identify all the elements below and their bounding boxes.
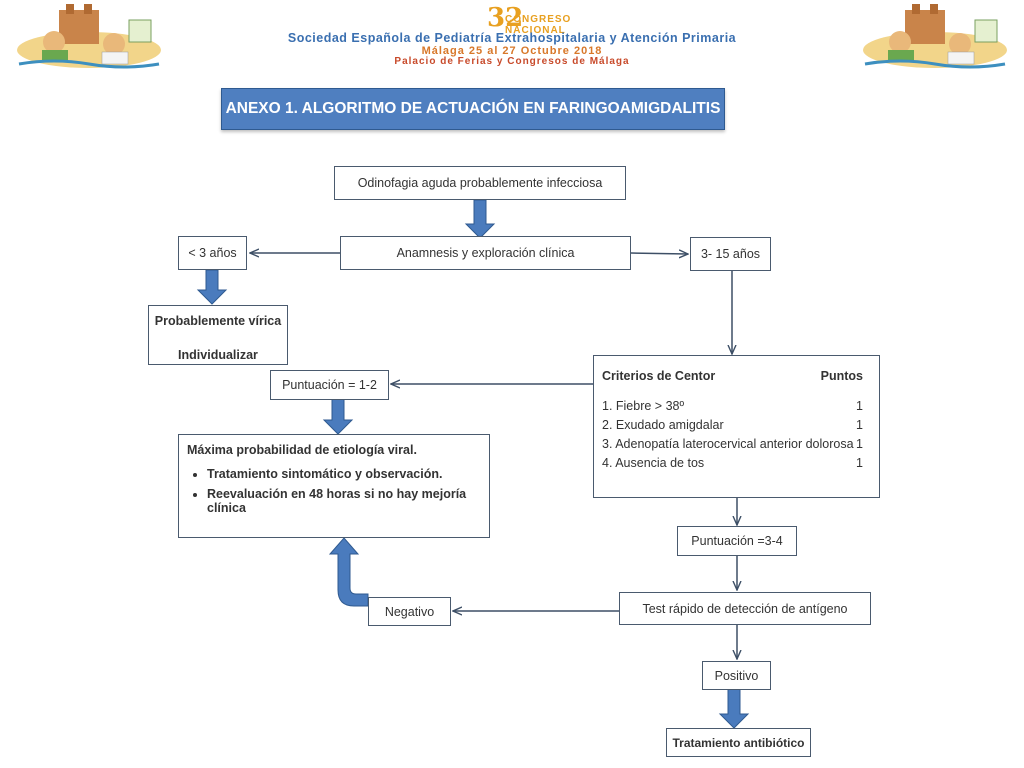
block-arrow-negative-return [328, 537, 369, 607]
congress-number: 32 [487, 3, 524, 33]
page-title: ANEXO 1. ALGORITMO DE ACTUACIÓN EN FARIN… [221, 88, 725, 130]
score-low-box: Puntuación = 1-2 [270, 370, 389, 400]
congress-label: CONGRESO NACIONAL [505, 14, 572, 36]
block-arrow-antibiotic [718, 688, 750, 729]
centor-criterion: 2. Exudado amigdalar 1 [602, 418, 863, 432]
under3-box: < 3 años [178, 236, 247, 270]
viral-management-item: Reevaluación en 48 horas si no hay mejor… [207, 487, 481, 515]
congress-logo-left [14, 2, 164, 72]
probable-viral-title: Probablemente vírica [154, 314, 282, 328]
negative-box: Negativo [368, 597, 451, 626]
probable-viral-box: Probablemente vírica Individualizar [148, 305, 288, 365]
centor-criterion: 1. Fiebre > 38º 1 [602, 399, 863, 413]
viral-management-box: Máxima probabilidad de etiología viral. … [178, 434, 490, 538]
centor-criteria-box: Criterios de Centor Puntos 1. Fiebre > 3… [593, 355, 880, 498]
congress-dates: Málaga 25 al 27 Octubre 2018 [421, 45, 603, 57]
congress-logo-right [860, 2, 1010, 72]
viral-management-title: Máxima probabilidad de etiología viral. [187, 443, 417, 457]
positive-box: Positivo [702, 661, 771, 690]
anamnesis-box: Anamnesis y exploración clínica [340, 236, 631, 270]
probable-viral-action: Individualizar [178, 348, 258, 362]
centor-criterion: 3. Adenopatía laterocervical anterior do… [602, 437, 863, 451]
score-high-box: Puntuación =3-4 [677, 526, 797, 556]
centor-title: Criterios de Centor [602, 369, 716, 383]
antibiotic-box: Tratamiento antibiótico [666, 728, 811, 757]
rapid-test-box: Test rápido de detección de antígeno [619, 592, 871, 625]
viral-management-item: Tratamiento sintomático y observación. [207, 467, 481, 481]
arrow-to-age3-15 [630, 253, 688, 254]
block-arrow-start [464, 199, 496, 239]
centor-points-header: Puntos [820, 369, 863, 383]
start-box: Odinofagia aguda probablemente infeccios… [334, 166, 626, 200]
centor-criterion: 4. Ausencia de tos 1 [602, 456, 863, 470]
society-name: Sociedad Española de Pediatría Extrahosp… [287, 31, 737, 45]
congress-venue: Palacio de Ferias y Congresos de Málaga [394, 56, 630, 67]
block-arrow-viral [196, 269, 228, 305]
age3-15-box: 3- 15 años [690, 237, 771, 271]
block-arrow-score-low [322, 398, 354, 435]
